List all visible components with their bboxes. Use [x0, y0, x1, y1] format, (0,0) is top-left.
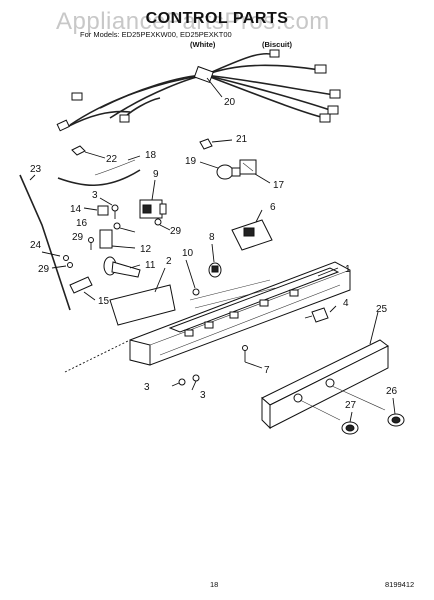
callout-18: 18 [145, 150, 157, 161]
washer-29-left [113, 222, 121, 230]
color-biscuit-label: (Biscuit) [262, 40, 292, 49]
thermostat-6 [231, 219, 273, 251]
control-housing-1 [129, 261, 351, 366]
callout-23: 23 [30, 164, 42, 175]
clip-part-22 [71, 145, 86, 156]
screw-3-lower-left [178, 378, 186, 386]
screw-7 [242, 345, 248, 362]
switch-8 [208, 262, 222, 278]
page-title: CONTROL PARTS [145, 10, 289, 27]
callout-12: 12 [140, 244, 152, 255]
control-9 [139, 199, 167, 219]
callout-11: 11 [145, 260, 156, 271]
bracket-14 [97, 205, 109, 216]
rod-23 [19, 174, 71, 311]
watermark-text: AppliancePartsPros.com [56, 8, 330, 35]
clip-part-21 [199, 138, 213, 150]
model-line: For Models: ED25PEXKW00, ED25PEXKT00 [80, 30, 232, 39]
callout-10: 10 [182, 248, 194, 259]
page-number: 18 [210, 580, 219, 589]
callout-17: 17 [273, 180, 285, 191]
clip-15 [69, 276, 93, 294]
clip-12 [99, 229, 113, 249]
callout-29-left: 29 [72, 232, 84, 243]
color-white-label: (White) [190, 40, 216, 49]
callout-16: 16 [76, 218, 88, 229]
sensor-tube-18 [57, 169, 141, 187]
callout-29-lower: 29 [38, 264, 50, 275]
screw-16 [88, 237, 94, 250]
washer-29-right [154, 218, 162, 226]
callout-9: 9 [153, 169, 159, 180]
knob-26 [387, 413, 405, 427]
callout-20: 20 [224, 97, 236, 108]
callout-labels: 20 22 18 21 19 17 23 9 3 14 29 16 29 24 … [30, 97, 398, 411]
wire-harness [56, 49, 341, 132]
callout-6: 6 [270, 202, 276, 213]
callout-27: 27 [345, 400, 357, 411]
callout-26: 26 [386, 386, 398, 397]
callout-2: 2 [166, 256, 172, 267]
callout-4: 4 [343, 298, 349, 309]
callout-19: 19 [185, 156, 197, 167]
callout-1: 1 [345, 264, 351, 275]
callout-14: 14 [70, 204, 82, 215]
callout-8: 8 [209, 232, 215, 243]
callout-7: 7 [264, 365, 270, 376]
light-bulb-19 [216, 164, 241, 180]
sensor-4 [304, 307, 329, 323]
callout-3-lower-right: 3 [200, 390, 206, 401]
screw-24 [63, 255, 69, 261]
callout-24: 24 [30, 240, 42, 251]
bracket-2 [109, 284, 176, 326]
washer-29-lower [67, 262, 73, 268]
callout-25: 25 [376, 304, 388, 315]
callout-29-right: 29 [170, 226, 182, 237]
callout-22: 22 [106, 154, 118, 165]
callout-3-lower-left: 3 [144, 382, 150, 393]
callout-15: 15 [98, 296, 110, 307]
lamp-socket-17 [239, 159, 257, 175]
control-panel-25 [261, 339, 389, 430]
callout-21: 21 [236, 134, 248, 145]
knob-27 [341, 421, 359, 435]
screw-3-lower-right [192, 374, 200, 382]
screw-10 [192, 288, 200, 296]
callout-3-top: 3 [92, 190, 98, 201]
document-number: 8199412 [385, 580, 415, 589]
screw-3-top [111, 204, 119, 219]
